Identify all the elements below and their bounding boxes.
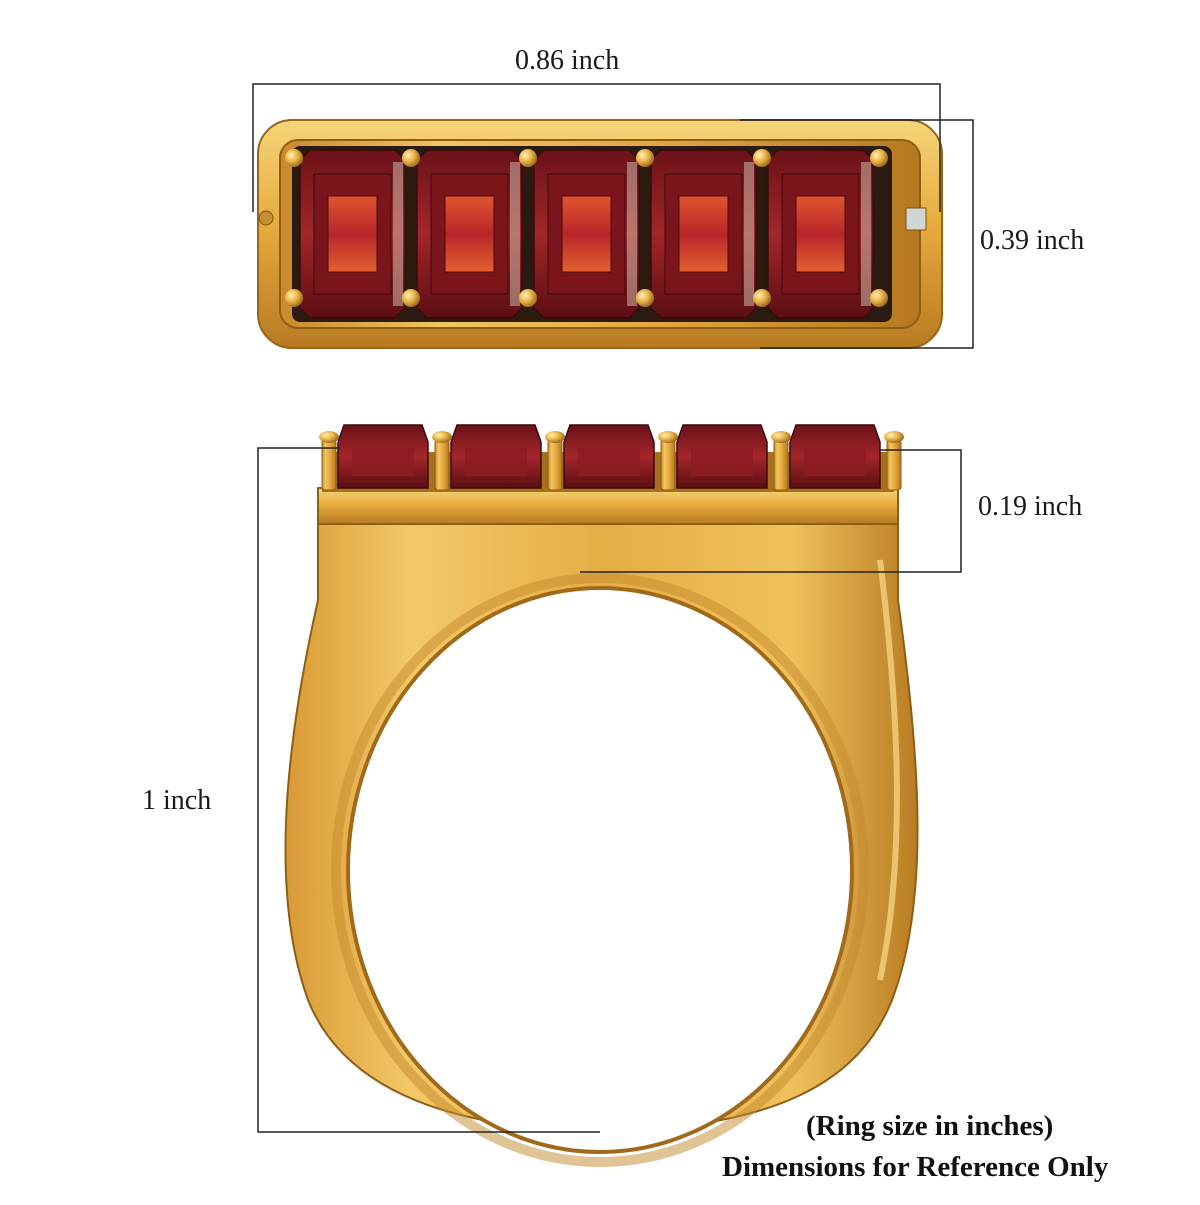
stone-glint <box>393 162 403 306</box>
side-post-cap-1 <box>319 431 339 443</box>
side-view-prongs <box>319 431 904 491</box>
stone-pavilion <box>691 448 753 476</box>
stone-pavilion <box>578 448 640 476</box>
top-view <box>257 119 943 349</box>
dim-line-band-height <box>580 449 962 573</box>
side-post-5 <box>773 439 789 491</box>
prong-top-5 <box>753 149 771 167</box>
dimension-label-ring-height: 1 inch <box>142 785 212 816</box>
stone-pavilion <box>804 448 866 476</box>
top-view-stones <box>299 149 874 319</box>
garnet-stone-side-4 <box>676 424 768 489</box>
side-post-cap-5 <box>771 431 791 443</box>
dim-line-top-height <box>740 119 974 349</box>
garnet-stone-side-3 <box>563 424 655 489</box>
stone-glint <box>744 162 754 306</box>
garnet-stone-side-5 <box>789 424 881 489</box>
garnet-stone-top-1 <box>299 149 406 319</box>
stone-table-facet <box>795 195 846 273</box>
prong-top-6 <box>870 149 888 167</box>
side-post-3 <box>547 439 563 491</box>
ring-size-note: (Ring size in inches) <box>806 1110 1054 1142</box>
side-view-stones <box>337 424 881 489</box>
prong-top-2 <box>402 149 420 167</box>
side-post-cap-2 <box>432 431 452 443</box>
side-accent-right <box>905 207 927 231</box>
dimension-label-band-height: 0.19 inch <box>978 491 1083 522</box>
stone-table-facet <box>678 195 729 273</box>
stone-table-facet <box>561 195 612 273</box>
stone-pavilion <box>352 448 414 476</box>
side-view <box>284 424 919 1167</box>
garnet-stone-top-4 <box>650 149 757 319</box>
prong-top-1 <box>285 149 303 167</box>
garnet-stone-side-2 <box>450 424 542 489</box>
stone-pavilion <box>465 448 527 476</box>
prong-bottom-4 <box>636 289 654 307</box>
prong-bottom-3 <box>519 289 537 307</box>
side-post-cap-6 <box>884 431 904 443</box>
stone-table-facet <box>327 195 378 273</box>
side-post-cap-4 <box>658 431 678 443</box>
prong-top-4 <box>636 149 654 167</box>
side-post-cap-3 <box>545 431 565 443</box>
prong-bottom-2 <box>402 289 420 307</box>
ring-head-plate <box>317 487 899 525</box>
prong-top-3 <box>519 149 537 167</box>
side-post-4 <box>660 439 676 491</box>
garnet-stone-top-2 <box>416 149 523 319</box>
dim-line-top-width <box>252 83 941 212</box>
prong-bottom-5 <box>753 289 771 307</box>
top-view-prongs <box>285 149 888 307</box>
side-accent-left <box>258 210 274 226</box>
garnet-stone-top-5 <box>767 149 874 319</box>
stone-glint <box>510 162 520 306</box>
dimension-lines <box>252 83 974 1133</box>
reference-disclaimer: Dimensions for Reference Only <box>722 1151 1109 1183</box>
stone-glint <box>861 162 871 306</box>
finger-hole <box>346 586 854 1154</box>
side-post-2 <box>434 439 450 491</box>
garnet-stone-top-3 <box>533 149 640 319</box>
side-post-6 <box>886 439 902 491</box>
stone-table-facet <box>444 195 495 273</box>
prong-bottom-6 <box>870 289 888 307</box>
stone-glint <box>627 162 637 306</box>
prong-bottom-1 <box>285 289 303 307</box>
dimension-label-top-width: 0.86 inch <box>515 45 620 76</box>
dim-line-ring-height <box>257 447 600 1133</box>
garnet-stone-side-1 <box>337 424 429 489</box>
shank-highlight <box>877 559 900 981</box>
dimension-label-top-height: 0.39 inch <box>980 225 1085 256</box>
finger-hole-rim <box>331 573 869 1167</box>
